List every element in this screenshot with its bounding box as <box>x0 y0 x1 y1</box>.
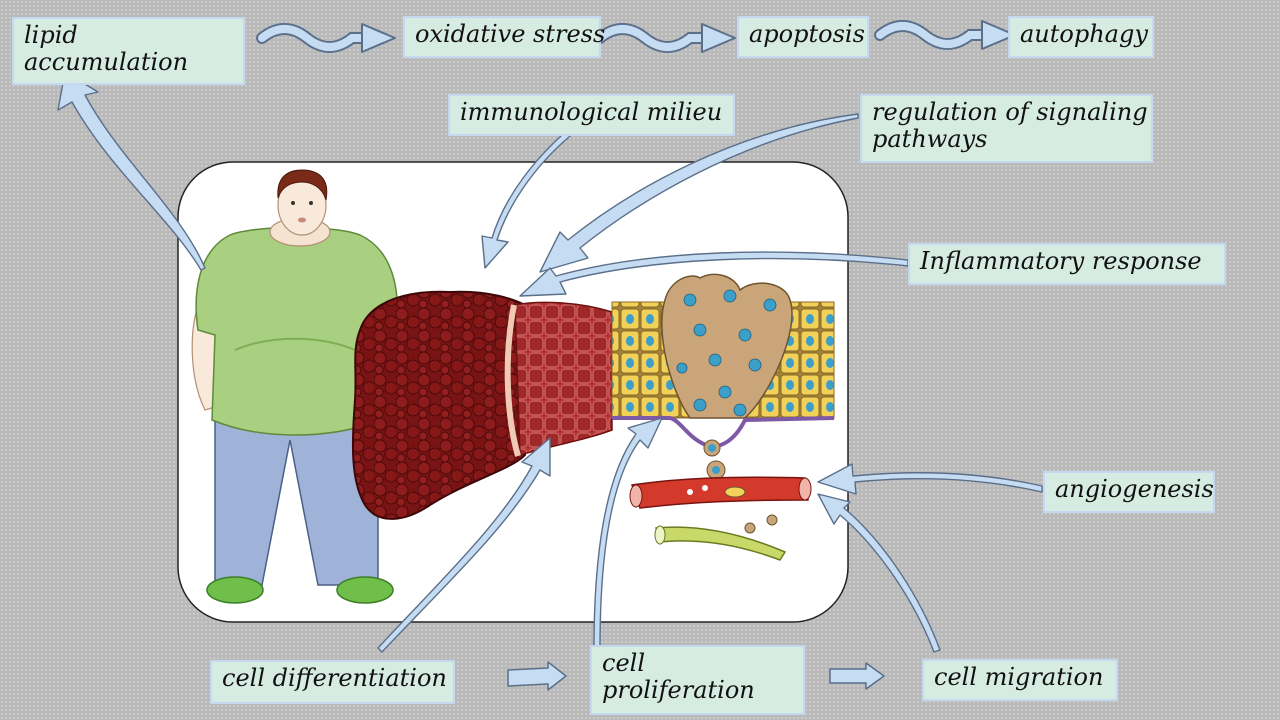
block-arrow-differentiation-to-proliferation <box>507 661 567 691</box>
arrow-proliferation-to-tumor <box>593 417 663 649</box>
arrow-person-to-lipid <box>57 71 206 271</box>
label-cell-proliferation: cell proliferation <box>590 645 805 715</box>
arrow-inflammatory-to-liver <box>519 251 909 297</box>
label-apoptosis: apoptosis <box>737 16 869 58</box>
arrow-immunological-to-liver <box>481 127 576 269</box>
label-autophagy: autophagy <box>1008 16 1154 58</box>
label-regulation-signaling: regulation of signaling pathways <box>860 94 1153 163</box>
arrow-angiogenesis-to-vessel <box>817 463 1043 495</box>
block-arrow-proliferation-to-migration <box>829 662 885 690</box>
label-immunological-milieu: immunological milieu <box>448 94 735 136</box>
label-inflammatory-response: Inflammatory response <box>908 243 1226 285</box>
arrow-migration-to-vessel <box>817 493 941 653</box>
arrow-differentiation-to-liver <box>377 437 551 653</box>
label-cell-migration: cell migration <box>922 659 1118 701</box>
wavy-arrow-lipid-to-oxidative <box>256 23 396 53</box>
liver-illustration <box>351 290 613 520</box>
blood-vessel-illustration <box>629 476 812 561</box>
label-angiogenesis: angiogenesis <box>1043 471 1215 513</box>
label-lipid-accumulation: lipid accumulation <box>12 17 245 85</box>
label-oxidative-stress: oxidative stress <box>403 16 605 58</box>
label-cell-differentiation: cell differentiation <box>210 660 455 704</box>
wavy-arrow-oxidative-to-apoptosis <box>594 23 736 53</box>
arrow-signaling-to-liver <box>539 113 859 273</box>
tumor-tissue-illustration <box>611 273 835 480</box>
wavy-arrow-apoptosis-to-autophagy <box>874 20 1016 50</box>
